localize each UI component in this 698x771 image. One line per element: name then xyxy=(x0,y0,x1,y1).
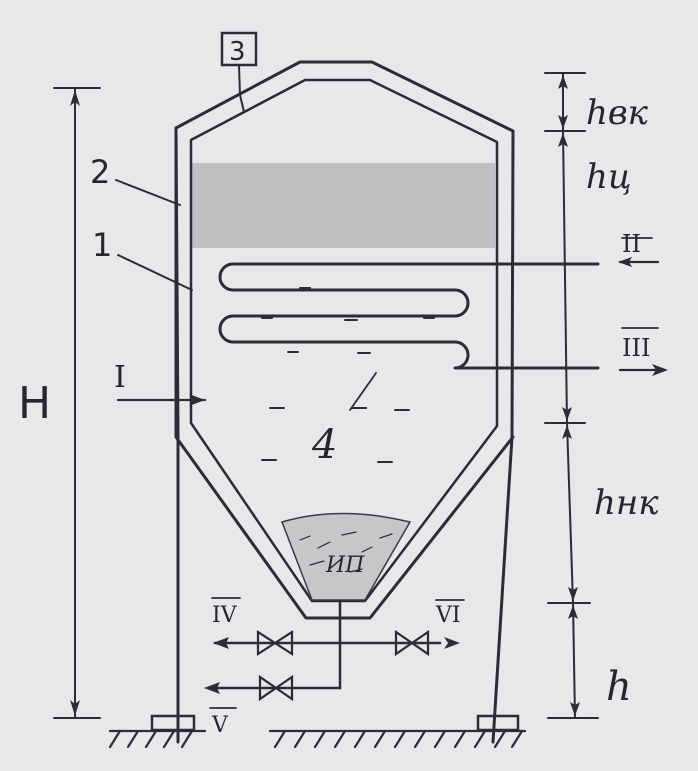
sediment-pile xyxy=(281,512,412,601)
dim-hc-arrow-top xyxy=(558,133,568,147)
valve-iv[interactable] xyxy=(256,629,294,657)
dim-hnk-arrow-top xyxy=(562,425,572,439)
inner-shell xyxy=(189,78,499,603)
stream-3-label: III xyxy=(622,334,650,362)
dim-hnk-label: hнк xyxy=(594,483,659,523)
foam-layer xyxy=(192,163,495,248)
valve-v[interactable] xyxy=(258,674,294,702)
stream-4-arrowhead xyxy=(213,637,229,649)
dim-H-label: H xyxy=(18,378,51,429)
stream-6-label: VI xyxy=(435,603,461,628)
cooling-coil xyxy=(218,262,600,370)
stream-2-label: II xyxy=(622,230,641,258)
stream-1-arrowhead xyxy=(189,394,205,406)
stream-1-label: I xyxy=(114,360,126,395)
dim-right-chain xyxy=(544,72,599,719)
dim-h-arrow-bottom xyxy=(570,702,580,716)
liquid-marks xyxy=(261,287,435,463)
dim-hvk-arrow-bottom xyxy=(558,115,568,129)
dim-H-arrow-top xyxy=(70,90,80,106)
dim-H-line xyxy=(53,87,101,719)
stream-6-arrowhead xyxy=(444,637,460,649)
sediment-label: ИП xyxy=(325,553,365,578)
lid-leader xyxy=(238,64,245,113)
sediment-hatch xyxy=(299,531,393,573)
stream-5-label: V xyxy=(211,713,229,738)
dim-hvk-arrow-top xyxy=(558,75,568,89)
valve-vi[interactable] xyxy=(394,629,430,657)
outer-shell xyxy=(174,126,515,620)
inner-wall-leader xyxy=(117,254,193,291)
stream-4-label: IV xyxy=(212,603,238,628)
ground xyxy=(108,729,527,749)
dim-hc-label: hц xyxy=(586,157,632,197)
outer-wall-label: 2 xyxy=(90,153,110,191)
coil-label: 4 xyxy=(311,422,337,468)
dim-h-arrow-top xyxy=(568,605,578,619)
dim-hc-arrow-bottom xyxy=(562,407,572,421)
left-foot xyxy=(150,714,196,732)
outer-shell-legs xyxy=(174,60,515,744)
stream-3-arrowhead xyxy=(652,364,668,376)
inner-wall-label: 1 xyxy=(92,226,112,264)
outer-wall-leader xyxy=(115,179,181,206)
dim-hnk-arrow-bottom xyxy=(568,587,578,601)
dim-h-label: h xyxy=(606,664,632,710)
coil-leader xyxy=(349,372,377,411)
stream-2-arrowhead xyxy=(618,257,632,267)
dim-hvk-label: hвк xyxy=(586,93,649,133)
dim-H-arrow-bottom xyxy=(70,700,80,716)
right-foot xyxy=(476,714,520,732)
stream-5-arrowhead xyxy=(204,682,220,694)
lid-tag-label: 3 xyxy=(229,37,246,67)
